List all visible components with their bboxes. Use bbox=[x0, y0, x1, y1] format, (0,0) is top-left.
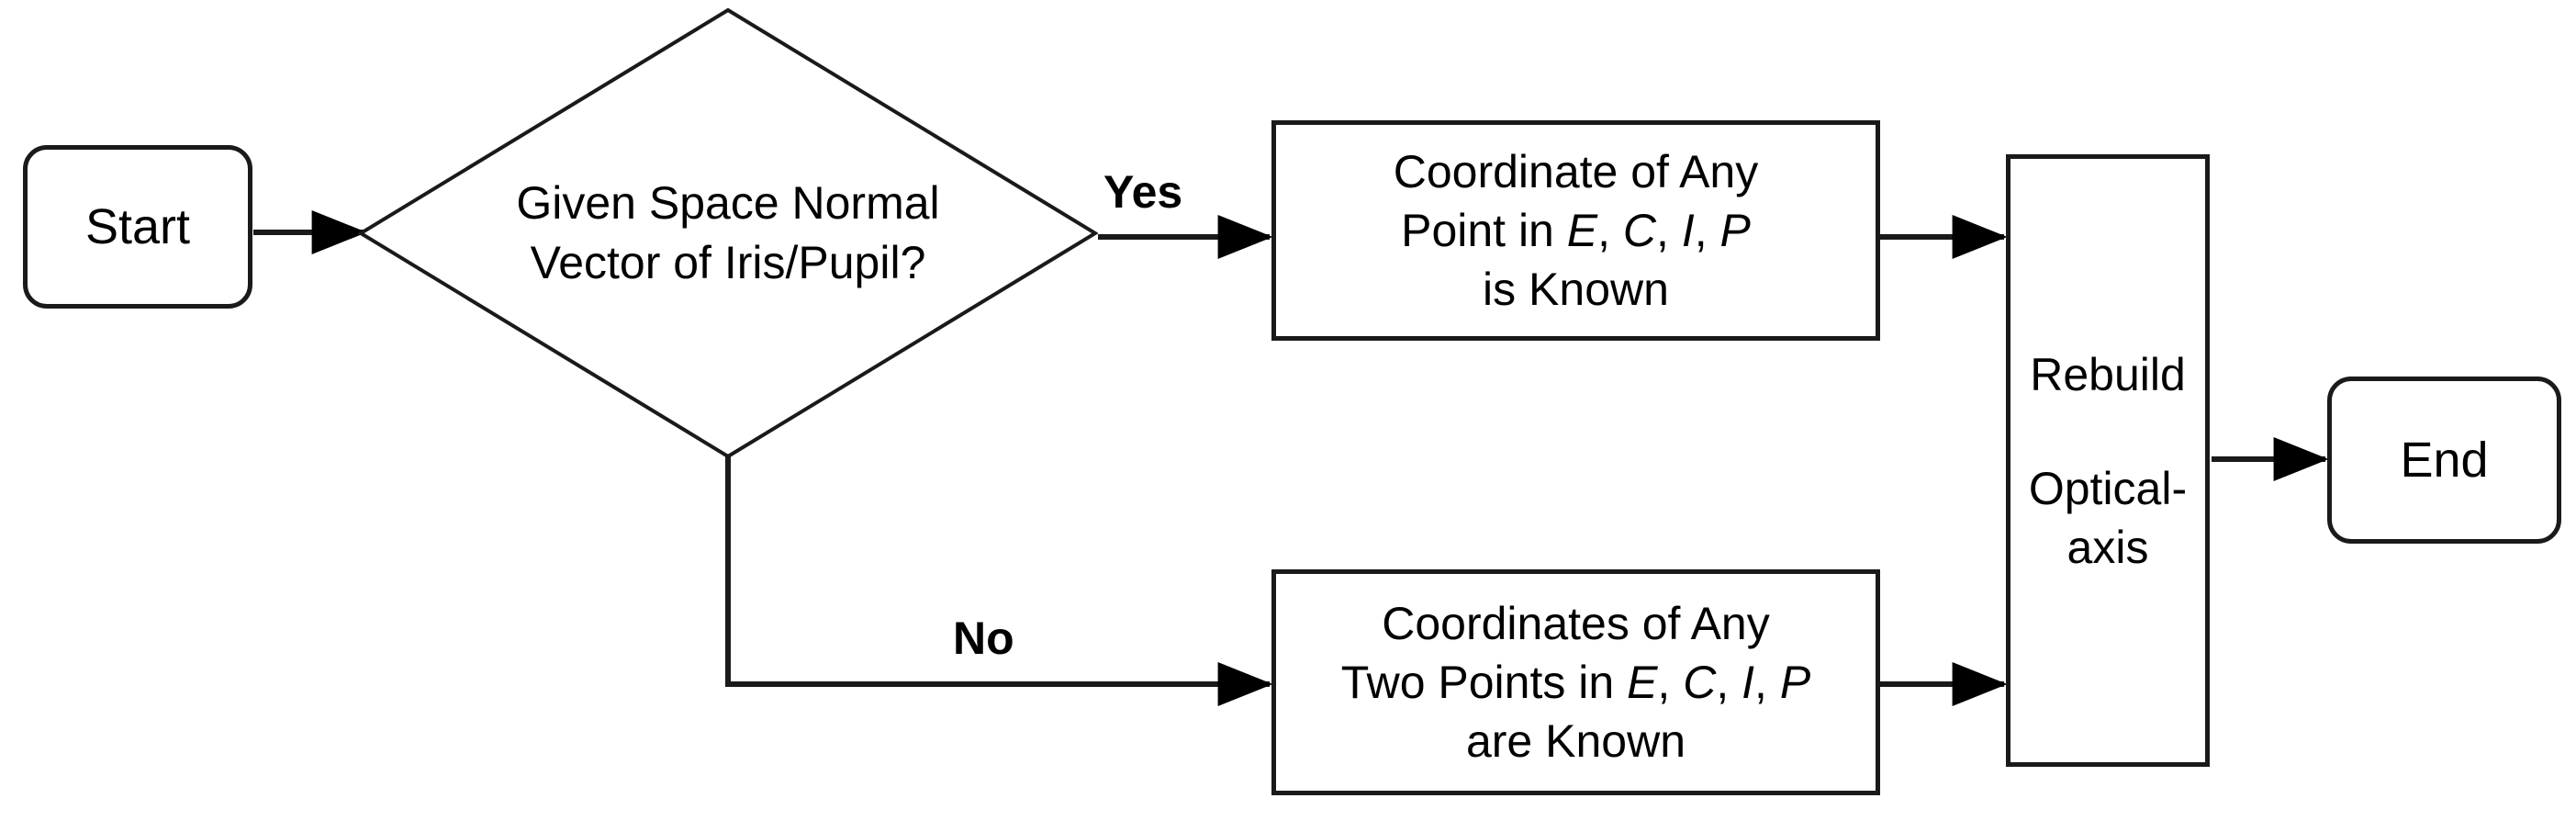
node-rebuild-optical-axis[interactable]: Rebuild Optical- axis bbox=[2006, 154, 2210, 767]
node-yes-process-line2: Point in E, C, I, P bbox=[1401, 205, 1751, 256]
edge-label-yes: Yes bbox=[1103, 166, 1183, 218]
node-rebuild-line1: Rebuild bbox=[2030, 348, 2186, 400]
node-decision[interactable]: Given Space Normal Vector of Iris/Pupil? bbox=[358, 7, 1098, 459]
node-start-label: Start bbox=[84, 198, 191, 254]
node-rebuild-line2: Optical- bbox=[2028, 462, 2188, 514]
node-yes-process-line3: is Known bbox=[1483, 264, 1669, 315]
symbol-E: E bbox=[1627, 657, 1658, 708]
symbol-I: I bbox=[1742, 657, 1755, 708]
decision-diamond-shape bbox=[358, 7, 1098, 459]
node-no-process-line2: Two Points in E, C, I, P bbox=[1340, 657, 1811, 708]
symbol-P: P bbox=[1779, 657, 1811, 708]
edge-label-no: No bbox=[953, 613, 1014, 664]
node-no-process-line3: are Known bbox=[1465, 715, 1686, 767]
node-yes-process-line1: Coordinate of Any bbox=[1393, 146, 1759, 197]
symbol-C: C bbox=[1622, 205, 1657, 256]
node-no-process-line1: Coordinates of Any bbox=[1382, 598, 1770, 649]
node-no-process[interactable]: Coordinates of Any Two Points in E, C, I… bbox=[1271, 569, 1880, 795]
node-rebuild-line3: axis bbox=[2066, 521, 2149, 573]
symbol-E: E bbox=[1566, 205, 1598, 256]
node-end[interactable]: End bbox=[2327, 377, 2561, 544]
node-rebuild-spacer bbox=[2020, 404, 2196, 459]
node-start[interactable]: Start bbox=[23, 145, 252, 309]
symbol-C: C bbox=[1683, 657, 1717, 708]
symbol-P: P bbox=[1719, 205, 1751, 256]
symbol-I: I bbox=[1681, 205, 1695, 256]
node-yes-process[interactable]: Coordinate of Any Point in E, C, I, P is… bbox=[1271, 120, 1880, 341]
node-end-label: End bbox=[2400, 432, 2489, 488]
